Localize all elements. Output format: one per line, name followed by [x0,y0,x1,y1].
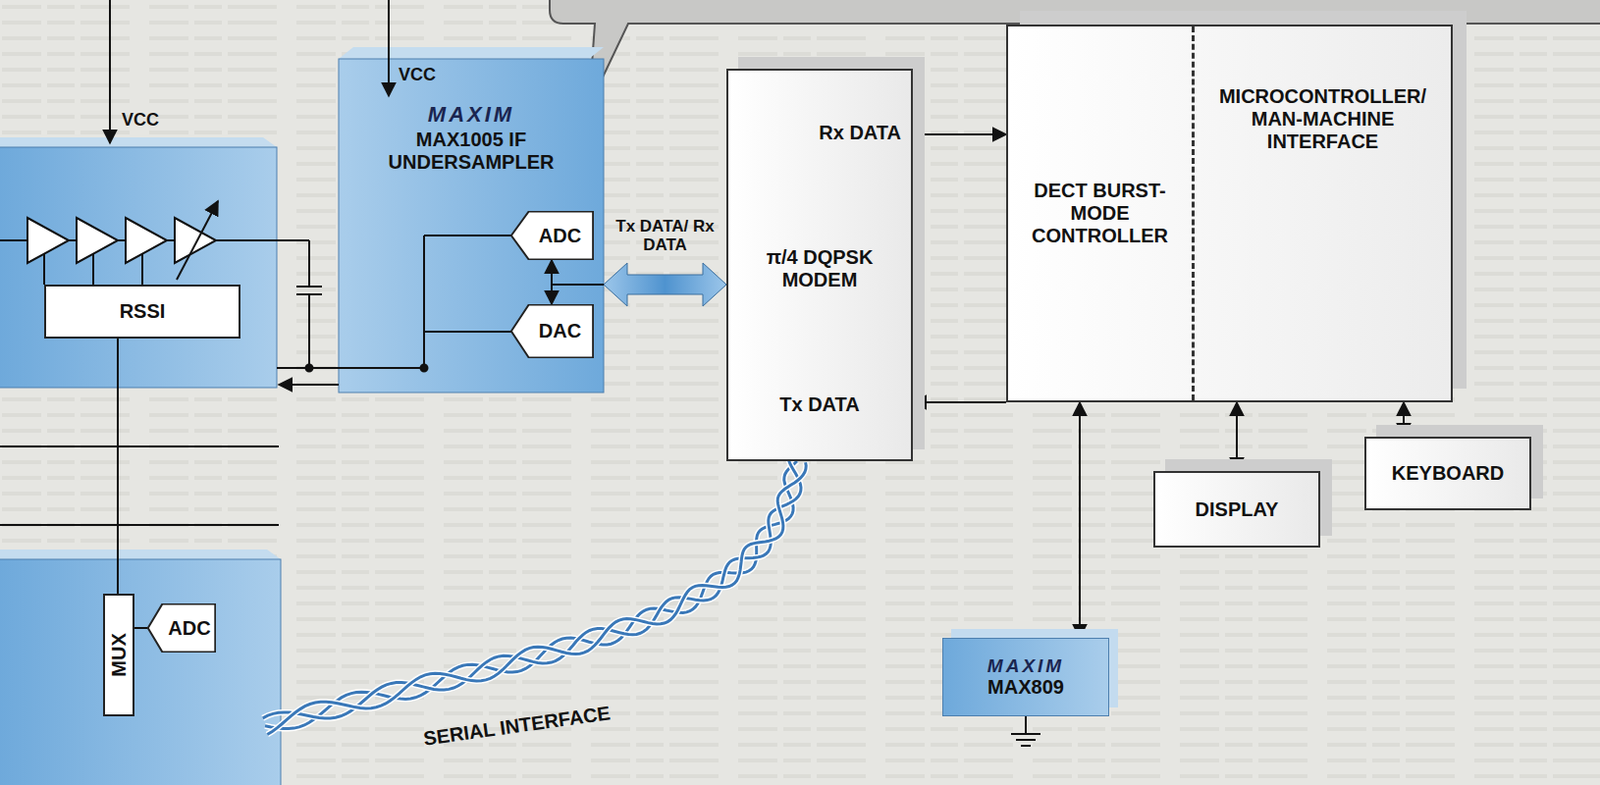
node-text: MAXIM [427,102,515,127]
pentagon-shape [511,212,593,261]
cable-strand [266,462,806,735]
ground-symbol [1011,716,1041,747]
node-text: MAXIM [987,655,1065,678]
connector-line [550,260,553,305]
rssi-block: RSSI [44,284,241,339]
supply-arrow [387,0,390,97]
edge-label: Tx DATA/ Rx DATA [606,216,725,256]
serial-cable [263,460,807,736]
dac-block: DAC [510,304,594,359]
adc-block: ADC [147,603,216,653]
node-text: π/4 DQPSK MODEM [738,246,902,292]
connector-line [912,401,1007,404]
amplifier-chain [0,201,604,526]
connector-line [116,338,119,594]
display-block: DISPLAY [1153,471,1321,548]
node-text: MAX1005 IF UNDERSAMPLER [358,128,585,174]
node-text: KEYBOARD [1391,462,1504,485]
connector-line [1402,402,1405,437]
connector-line [912,133,1007,136]
node-text: RSSI [119,300,166,323]
connector-line [1078,402,1081,639]
connector-line [1235,402,1238,472]
node-text: MICROCONTROLLER/ MAN-MACHINE INTERFACE [1194,26,1451,401]
node-text: Tx DATA [779,393,859,417]
panel-top [0,549,281,560]
node-text: Rx DATA [818,121,902,145]
node-text: ADC [167,617,211,640]
mux-block: MUX [103,593,135,717]
baseband-panel [0,559,281,785]
if-undersampler: MAXIMMAX1005 IF UNDERSAMPLER ADC DAC [338,58,604,393]
node-text: DAC [538,320,582,343]
pentagon-shape [511,305,593,359]
panel-top [0,137,277,148]
connector-line [134,627,148,630]
node-text: MAX809 [987,676,1065,699]
rf-panel [0,147,277,388]
cable-strand-outline [266,462,806,735]
supervisor-chip: MAXIMMAX809 [942,638,1110,717]
node-text: DISPLAY [1195,498,1280,522]
node-text: DECT BURST-MODE CONTROLLER [1008,26,1195,401]
supply-label: VCC [398,64,436,86]
node-text: ADC [538,224,582,248]
undersampler-panel [338,58,604,393]
bus-arrow [603,263,727,307]
supply-arrow [108,0,111,144]
panel-top [338,47,604,59]
keyboard-block: KEYBOARD [1364,436,1532,511]
modem-block: Rx DATA π/4 DQPSK MODEM Tx DATA [726,68,913,462]
controller-block: DECT BURST-MODE CONTROLLERMICROCONTROLLE… [1006,24,1453,403]
adc-block: ADC [510,211,594,261]
node-text: MUX [107,633,131,677]
pentagon-shape [148,604,216,653]
supply-label: VCC [121,109,160,131]
